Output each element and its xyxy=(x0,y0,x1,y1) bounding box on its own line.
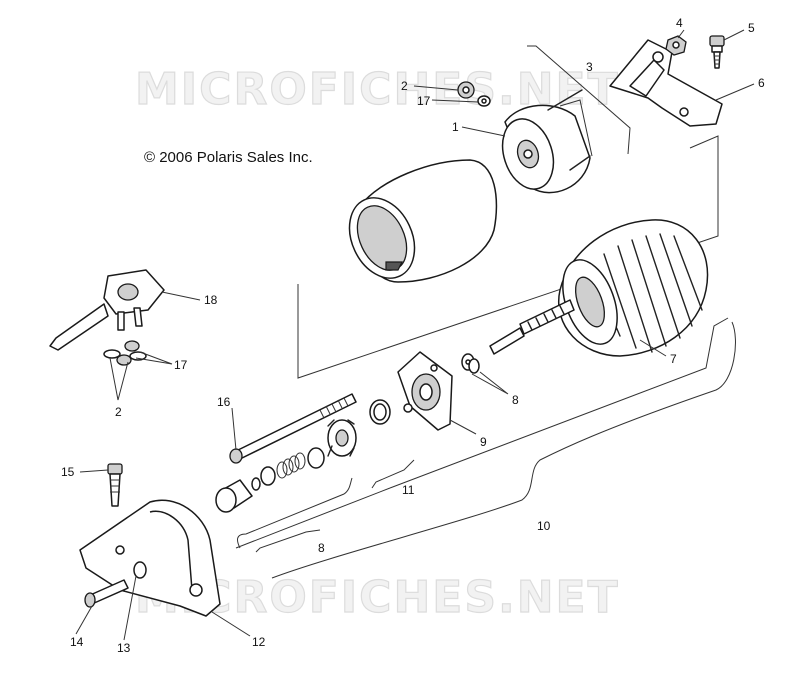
watermark-top: MICROFICHES.NET xyxy=(135,64,620,115)
motor-housing xyxy=(348,159,498,283)
callout-11: 11 xyxy=(402,483,415,497)
callout-2-top: 2 xyxy=(401,79,408,93)
nut-4 xyxy=(665,35,687,56)
washers-8-right xyxy=(461,353,480,374)
leader-5 xyxy=(723,29,745,41)
callout-5: 5 xyxy=(748,21,755,35)
sleeve xyxy=(215,479,253,513)
bolt-15 xyxy=(107,463,123,507)
through-bolt-16 xyxy=(229,393,357,464)
end-cap-1 xyxy=(501,89,593,194)
callout-14: 14 xyxy=(70,635,84,649)
callout-12: 12 xyxy=(252,635,266,649)
leader-17-top xyxy=(431,99,479,103)
callout-16: 16 xyxy=(217,395,231,409)
leader-18 xyxy=(161,291,201,301)
leader-13 xyxy=(123,575,137,641)
leader-bracket-3 xyxy=(527,45,631,155)
spring xyxy=(276,452,306,479)
leader-16 xyxy=(231,407,237,451)
leader-1 xyxy=(461,126,506,137)
leader-9 xyxy=(449,419,477,435)
group-line-11 xyxy=(235,487,391,549)
callout-8-right: 8 xyxy=(512,393,519,407)
leader-4 xyxy=(677,29,685,39)
copyright-text: © 2006 Polaris Sales Inc. xyxy=(144,149,313,166)
leader-2-top xyxy=(413,85,459,91)
bolt-14 xyxy=(84,579,129,608)
callout-6: 6 xyxy=(758,76,765,90)
leader-17-left xyxy=(135,351,173,365)
group-line-10-right xyxy=(389,317,729,489)
group-line-8-lower xyxy=(237,477,353,549)
nut-washer-top xyxy=(457,81,491,107)
callout-7: 7 xyxy=(670,352,677,366)
assembly-outline-upper xyxy=(297,135,719,379)
bushing xyxy=(307,447,325,469)
pinion-gear xyxy=(327,419,357,457)
bolt-5 xyxy=(709,35,725,69)
callout-18: 18 xyxy=(204,293,218,307)
leader-14 xyxy=(75,605,93,635)
bracket-12 xyxy=(79,499,221,617)
callout-17-top: 17 xyxy=(417,94,431,108)
callout-2-left: 2 xyxy=(115,405,122,419)
callout-10: 10 xyxy=(537,519,551,533)
armature-7 xyxy=(489,219,709,357)
leader-2-left xyxy=(109,357,129,401)
ring-a xyxy=(260,466,276,486)
callout-4: 4 xyxy=(676,16,683,30)
leader-7 xyxy=(639,339,667,357)
leader-15 xyxy=(79,469,109,473)
bracket-8-lower xyxy=(255,529,321,553)
leader-8-right xyxy=(471,371,509,395)
retaining-ring xyxy=(369,399,391,425)
callout-17-left: 17 xyxy=(174,358,188,372)
leader-6 xyxy=(715,83,755,101)
callout-13: 13 xyxy=(117,641,131,655)
callout-15: 15 xyxy=(61,465,75,479)
bracket-10 xyxy=(271,321,736,579)
drive-end-plate-9 xyxy=(397,351,453,431)
mounting-bracket-6 xyxy=(609,39,723,127)
callout-1: 1 xyxy=(452,120,459,134)
nuts-washers-left xyxy=(103,340,147,366)
callout-9: 9 xyxy=(480,435,487,449)
switch-18 xyxy=(49,269,165,351)
callout-8-lower: 8 xyxy=(318,541,325,555)
leader-12 xyxy=(211,611,251,637)
ring-b xyxy=(251,477,261,491)
washer-13 xyxy=(133,561,147,579)
callout-3: 3 xyxy=(586,60,593,74)
bracket-11 xyxy=(371,459,415,489)
